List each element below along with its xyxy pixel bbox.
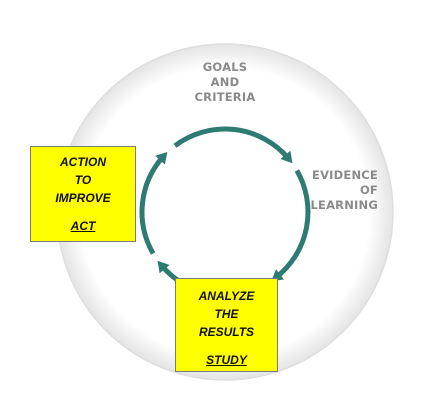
stage-evidence-line-1: EVIDENCE	[312, 168, 378, 182]
study-note-keyword: STUDY	[206, 353, 247, 367]
study-note-spacer	[176, 341, 277, 351]
stage-goals-line-3: CRITERIA	[194, 90, 256, 104]
study-note-line-1: ANALYZE	[198, 289, 255, 303]
act-note-line-2: TO	[74, 173, 92, 187]
study-note-box: ANALYZE THE RESULTS STUDY	[175, 278, 278, 372]
arrow-head-icon	[280, 150, 293, 164]
act-note-line-3: IMPROVE	[55, 191, 111, 205]
stage-evidence-line-2: OF	[359, 183, 378, 197]
arrow-right-arc	[274, 169, 311, 280]
study-note-line-2: THE	[214, 307, 239, 321]
stage-goals-line-2: AND	[210, 75, 240, 89]
stage-goals-label: GOALS AND CRITERIA	[170, 60, 280, 105]
arrow-head-icon	[155, 151, 168, 165]
act-note-keyword: ACT	[70, 219, 96, 233]
act-note-box: ACTION TO IMPROVE ACT	[30, 146, 136, 242]
arrow-top-arc	[173, 126, 291, 161]
study-note-line-3: RESULTS	[198, 325, 255, 339]
stage-goals-line-1: GOALS	[202, 60, 248, 74]
act-note-line-1: ACTION	[60, 155, 106, 169]
stage-evidence-label: EVIDENCE OF LEARNING	[300, 168, 378, 213]
arrow-left-arc	[139, 154, 166, 255]
cycle-arrows	[139, 126, 311, 298]
arrow-head-icon	[157, 260, 170, 274]
stage-evidence-line-3: LEARNING	[310, 198, 378, 212]
act-note-spacer	[31, 207, 135, 217]
